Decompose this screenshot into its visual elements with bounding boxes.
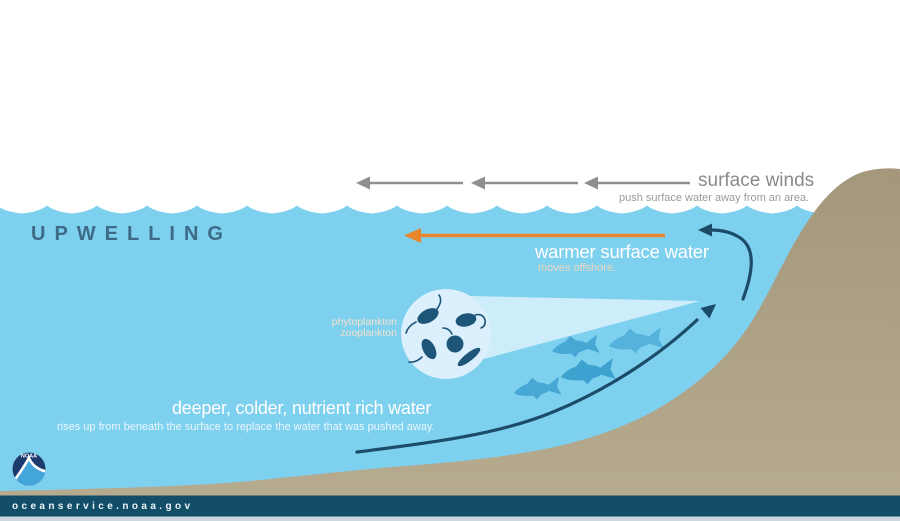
surface-winds-label: surface winds — [698, 170, 815, 191]
arrowhead-icon — [698, 223, 712, 237]
page-title: UPWELLING — [31, 223, 232, 245]
noaa-logo: NOAA — [12, 452, 46, 486]
footer-url: oceanservice.noaa.gov — [12, 501, 194, 512]
coastal-slope — [0, 168, 900, 521]
magnifier-beam — [470, 296, 700, 359]
plankton-label: phytoplankton zooplankton — [332, 317, 397, 339]
plankton-label-line1: phytoplankton — [331, 316, 397, 328]
plankton-magnifier-circle — [401, 289, 491, 379]
surface-winds-subtitle: push surface water away from an area. — [619, 192, 810, 204]
wind-arrows — [356, 176, 690, 190]
deep-water-subtitle: rises up from beneath the surface to rep… — [57, 421, 435, 433]
arrowhead-icon — [700, 304, 716, 319]
plankton-icon — [417, 308, 481, 367]
plankton-label-line2: zooplankton — [340, 327, 397, 339]
return-current-arrow-icon — [709, 228, 753, 301]
noaa-logo-text: NOAA — [21, 454, 37, 460]
upwelling-current-arrows — [355, 228, 753, 454]
plankton-flagella-icon — [405, 294, 486, 363]
footer-strip — [0, 516, 900, 521]
deep-water-label: deeper, colder, nutrient rich water — [172, 398, 432, 418]
offshore-current-arrow-icon — [404, 228, 665, 243]
upwelling-current-arrow-icon — [355, 318, 699, 454]
warmer-surface-water-subtitle: moves offshore. — [538, 262, 617, 274]
warmer-surface-water-label: warmer surface water — [535, 241, 709, 262]
footer-bar — [0, 495, 900, 517]
